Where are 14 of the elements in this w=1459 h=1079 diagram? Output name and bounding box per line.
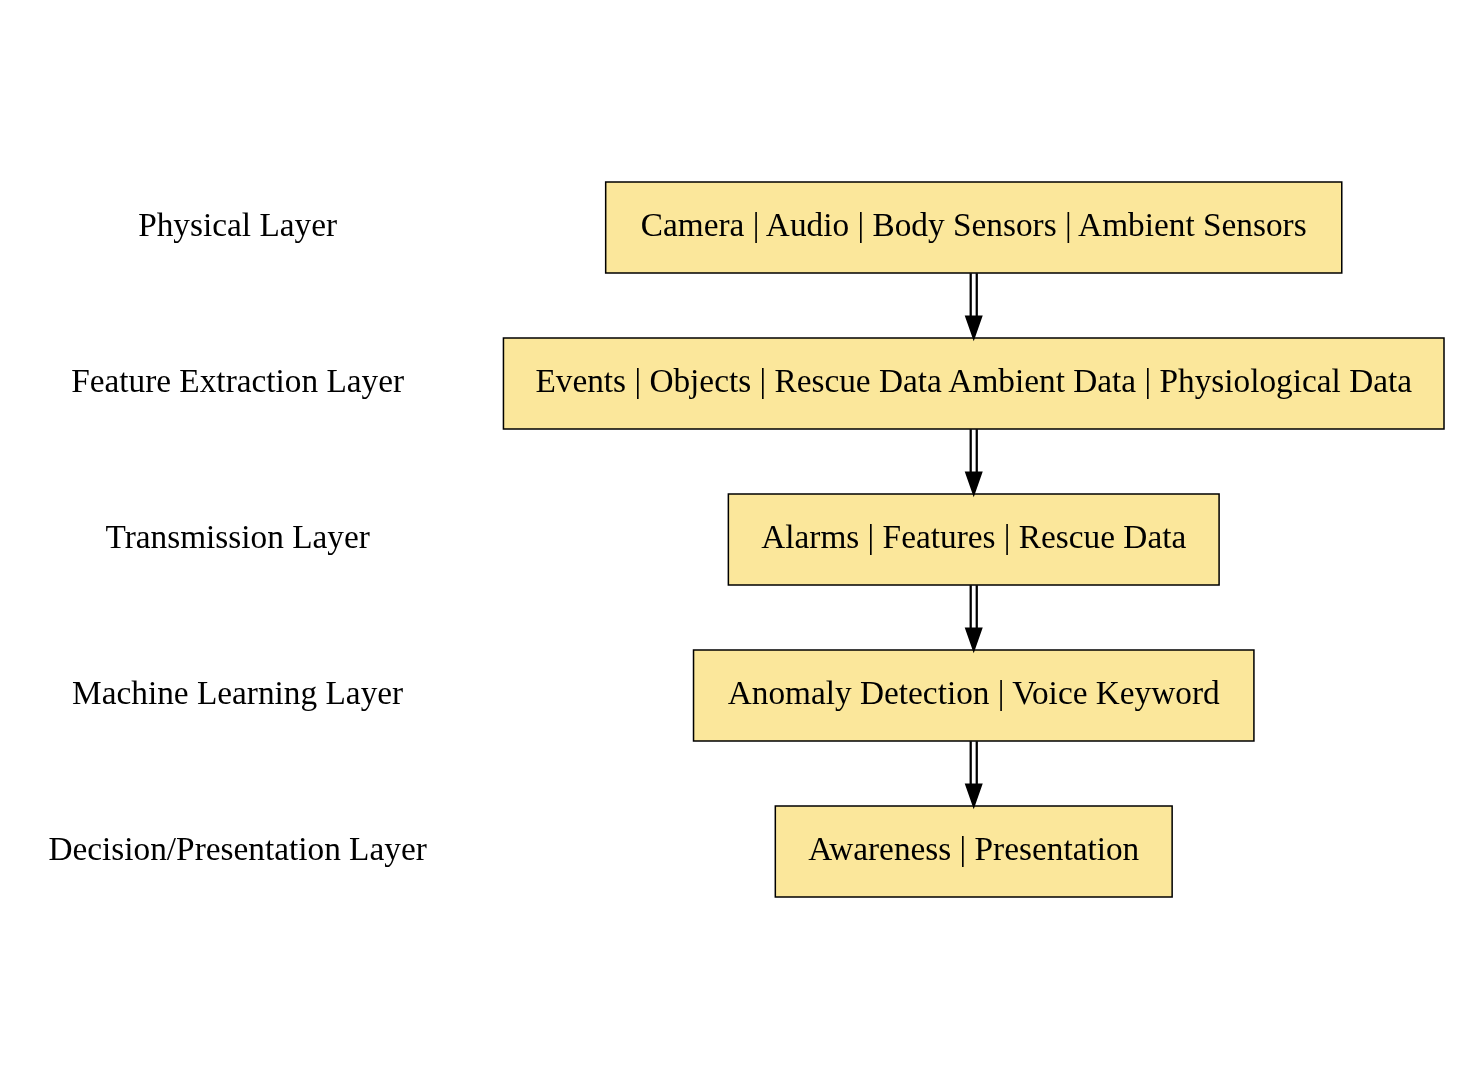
label: Machine Learning Layer — [72, 673, 404, 711]
label: Transmission Layer — [105, 517, 370, 555]
node-box: Alarms | Features | Rescue Data — [727, 493, 1220, 586]
node-box: Events | Objects | Rescue Data Ambient Data | Physiological Data — [502, 337, 1445, 430]
arrow — [964, 429, 983, 498]
arrow — [964, 273, 983, 342]
label: Physical Layer — [138, 205, 338, 243]
arrow — [964, 741, 983, 810]
label: Decision/Presentation Layer — [48, 829, 427, 867]
node-box: Anomaly Detection | Voice Keyword — [692, 649, 1255, 742]
label: Feature Extraction Layer — [71, 361, 405, 399]
node-box: Camera | Audio | Body Sensors | Ambient Sensors — [604, 181, 1343, 274]
node-box: Awareness | Presentation — [774, 805, 1173, 898]
arrow — [964, 585, 983, 654]
